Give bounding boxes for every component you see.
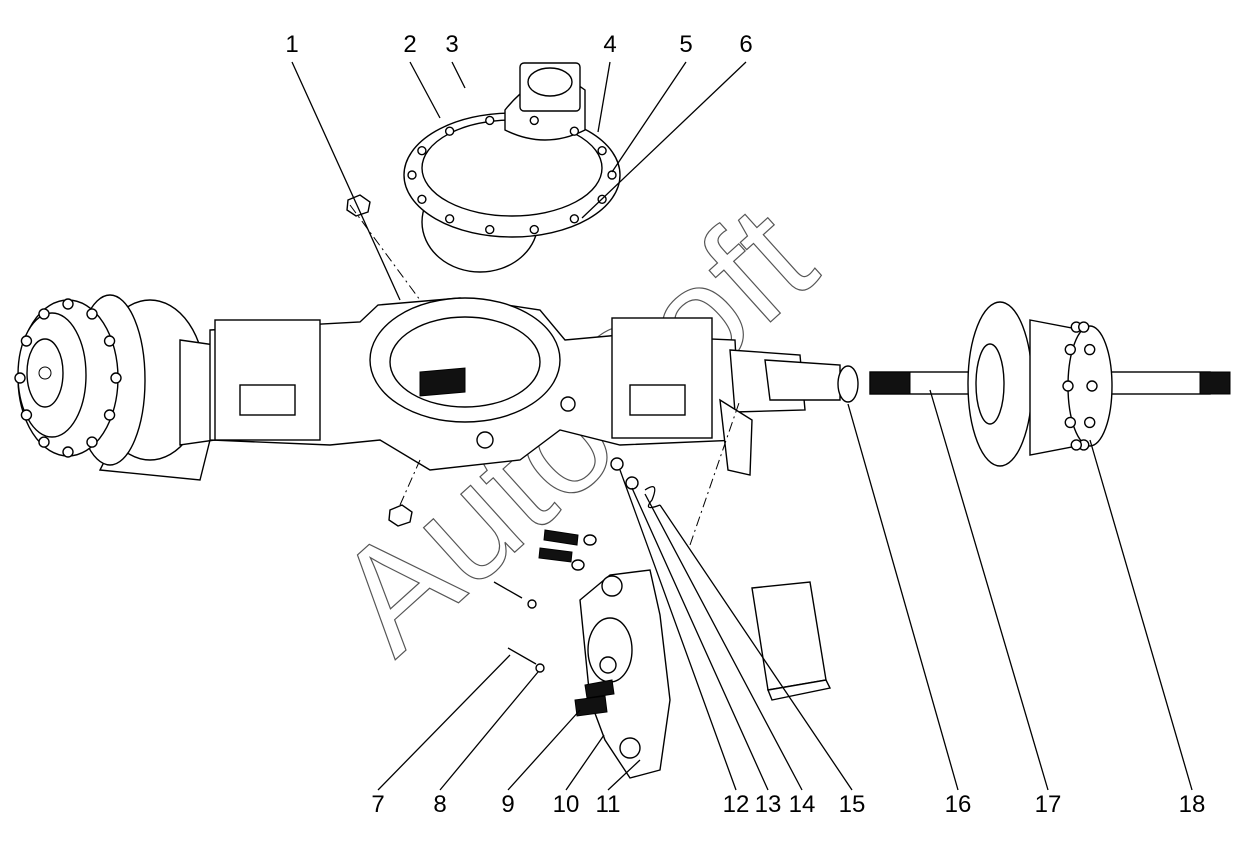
leader-line (409, 61, 441, 119)
bolt (1064, 416, 1076, 429)
bolt (86, 308, 98, 320)
bolt (1064, 343, 1076, 356)
leader-line (439, 671, 539, 791)
bolt (417, 146, 427, 156)
leader-line (581, 61, 747, 219)
right-wheel-hub (967, 301, 1113, 467)
leader-line (1089, 439, 1193, 791)
leader-line (451, 61, 466, 89)
callout-16: 16 (945, 791, 972, 818)
bolt (597, 146, 607, 156)
leader-line (611, 61, 687, 173)
leader-line (929, 389, 1049, 791)
bolt (103, 335, 116, 347)
bolt (529, 224, 539, 235)
leader-line (631, 487, 769, 791)
leader-line (644, 493, 803, 791)
bolt (38, 436, 50, 448)
callout-3: 3 (445, 31, 458, 58)
bolt (1084, 343, 1096, 356)
callout-17: 17 (1035, 791, 1062, 818)
bolts-and-washers (493, 529, 597, 673)
bolt (1084, 416, 1096, 429)
bolt (20, 335, 33, 347)
callout-1: 1 (285, 31, 298, 58)
bolt (1070, 439, 1082, 451)
callout-12: 12 (723, 791, 750, 818)
callout-6: 6 (739, 31, 752, 58)
callout-13: 13 (755, 791, 782, 818)
callout-10: 10 (553, 791, 580, 818)
callout-8: 8 (433, 791, 446, 818)
bolt (607, 170, 617, 180)
callout-7: 7 (371, 791, 384, 818)
bolt (110, 372, 122, 384)
callout-2: 2 (403, 31, 416, 58)
callout-5: 5 (679, 31, 692, 58)
callout-18: 18 (1179, 791, 1206, 818)
leader-line (377, 654, 511, 791)
bolt (62, 446, 74, 458)
axle-housing (209, 297, 806, 476)
bolt (529, 115, 539, 126)
bolt (407, 170, 417, 180)
leader-line (659, 504, 853, 791)
bolt (444, 214, 455, 224)
callout-9: 9 (501, 791, 514, 818)
leader-line (291, 61, 401, 301)
bolt (20, 409, 33, 421)
bolt (417, 194, 427, 204)
bolt (86, 436, 98, 448)
leader-line (597, 61, 611, 133)
bolt (38, 308, 50, 320)
bolt (1086, 380, 1098, 392)
bolt (103, 409, 116, 421)
bolt (444, 126, 455, 136)
brake-caliper (574, 569, 671, 779)
bolt (569, 126, 580, 136)
bolt (485, 115, 495, 126)
callout-15: 15 (839, 791, 866, 818)
bolt (14, 372, 26, 384)
bolt (1062, 380, 1074, 392)
plug-nut (346, 194, 413, 527)
bolt (62, 298, 74, 310)
bolt (485, 224, 495, 235)
leader-line (847, 403, 959, 791)
brake-pad (751, 581, 832, 701)
callout-14: 14 (789, 791, 816, 818)
leader-line (565, 734, 605, 791)
callout-4: 4 (603, 31, 616, 58)
leader-line (507, 709, 581, 791)
differential-assembly (403, 62, 621, 273)
leader-line (619, 469, 737, 791)
bolt (569, 214, 580, 224)
callout-11: 11 (596, 791, 621, 818)
leader-line (607, 759, 641, 791)
bolt (1078, 321, 1090, 333)
left-wheel-hub (14, 294, 216, 481)
